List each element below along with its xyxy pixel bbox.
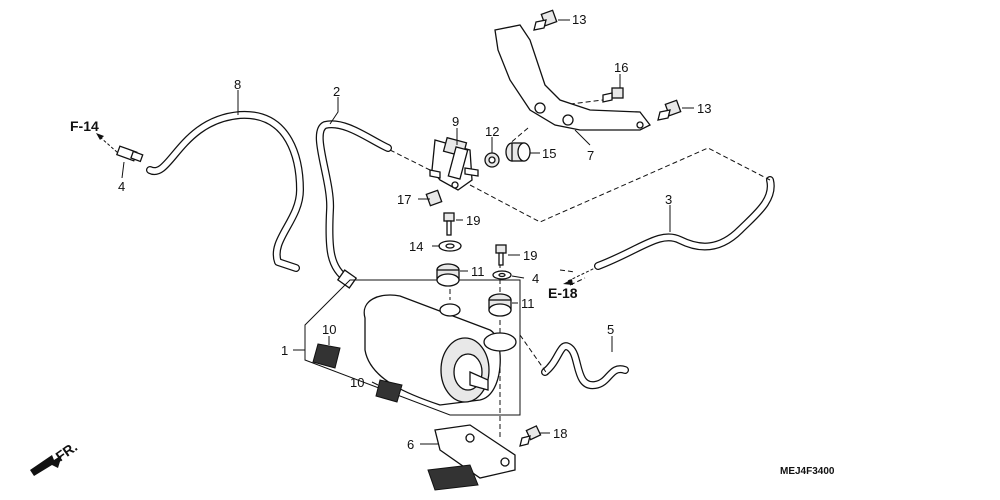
fr-arrow-icon — [30, 455, 62, 476]
arrow-e18 — [563, 267, 596, 285]
label-6: 6 — [407, 437, 414, 452]
label-10-lower: 10 — [350, 375, 364, 390]
collar-part-4-right — [492, 270, 512, 280]
label-19-left: 19 — [466, 213, 480, 228]
label-1: 1 — [281, 343, 288, 358]
pad-part-10-lower — [375, 379, 403, 403]
label-13-upper: 13 — [572, 12, 586, 27]
label-15: 15 — [542, 146, 556, 161]
bracket-part-7 — [494, 24, 651, 131]
connector-part-4-left — [115, 145, 144, 163]
bolt-19-right — [495, 244, 507, 266]
label-18: 18 — [553, 426, 567, 441]
label-12: 12 — [485, 124, 499, 139]
hose-2 — [315, 120, 392, 289]
ref-f14: F-14 — [70, 118, 99, 134]
ref-e18: E-18 — [548, 285, 578, 301]
grommet-part-15 — [505, 142, 531, 162]
label-2: 2 — [333, 84, 340, 99]
canister-group-outline — [293, 279, 521, 416]
label-13-lower: 13 — [697, 101, 711, 116]
label-10-upper: 10 — [322, 322, 336, 337]
hose-5 — [541, 342, 629, 390]
hose-3 — [594, 176, 775, 270]
grommet-11-left — [436, 263, 460, 287]
collar-part-12 — [484, 152, 500, 168]
label-4-right: 4 — [532, 271, 539, 286]
label-7: 7 — [587, 148, 594, 163]
bolt-19-left — [443, 212, 455, 236]
label-16: 16 — [614, 60, 628, 75]
bolt-18 — [519, 425, 542, 447]
label-17: 17 — [397, 192, 411, 207]
label-9: 9 — [452, 114, 459, 129]
purge-valve-part-9 — [429, 136, 479, 191]
bracket-part-6 — [427, 424, 516, 491]
leader-lines — [121, 19, 694, 445]
washer-14 — [438, 240, 462, 252]
label-11-right: 11 — [521, 296, 535, 311]
bolt-16 — [602, 87, 624, 103]
bolt-13-lower — [657, 99, 682, 121]
label-19-right: 19 — [523, 248, 537, 263]
diagram-code: MEJ4F3400 — [780, 466, 835, 477]
label-8: 8 — [234, 77, 241, 92]
arrow-f14 — [96, 133, 119, 154]
label-4-left: 4 — [118, 179, 125, 194]
bolt-13-upper — [533, 9, 558, 31]
hose-8 — [146, 110, 304, 272]
pad-part-10-upper — [312, 343, 341, 369]
grommet-11-right — [488, 293, 512, 317]
label-11-left: 11 — [471, 264, 485, 279]
label-3: 3 — [665, 192, 672, 207]
label-5: 5 — [607, 322, 614, 337]
label-14: 14 — [409, 239, 423, 254]
bolt-17 — [425, 189, 443, 207]
canister-part-1 — [363, 294, 517, 406]
